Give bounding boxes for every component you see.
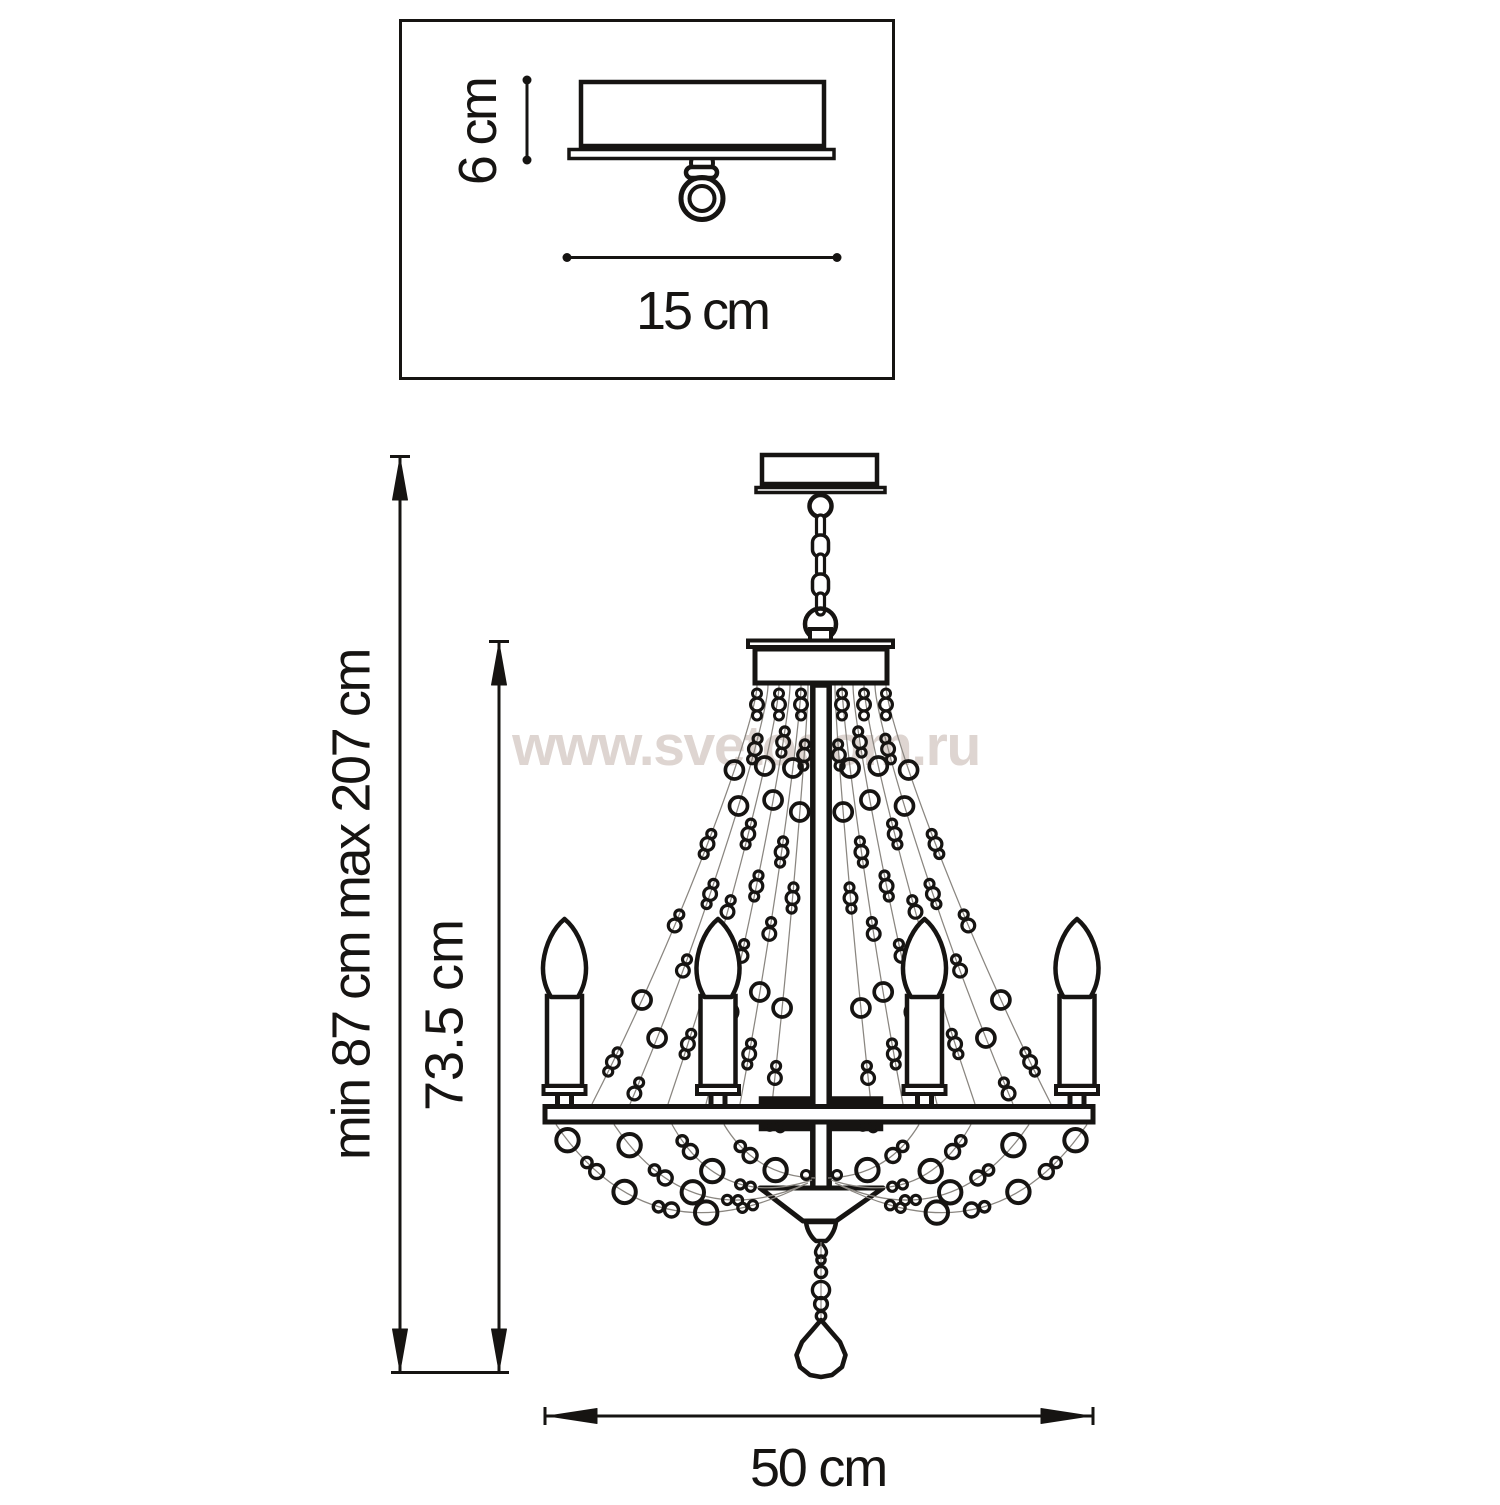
- svg-text:15 cm: 15 cm: [636, 281, 768, 341]
- svg-text:6 cm: 6 cm: [448, 79, 508, 185]
- svg-text:50 cm: 50 cm: [750, 1438, 886, 1498]
- svg-text:73.5 cm: 73.5 cm: [415, 919, 475, 1111]
- svg-text:www.svetodom.ru: www.svetodom.ru: [511, 714, 980, 778]
- svg-text:min 87 cm max 207 cm: min 87 cm max 207 cm: [322, 650, 382, 1160]
